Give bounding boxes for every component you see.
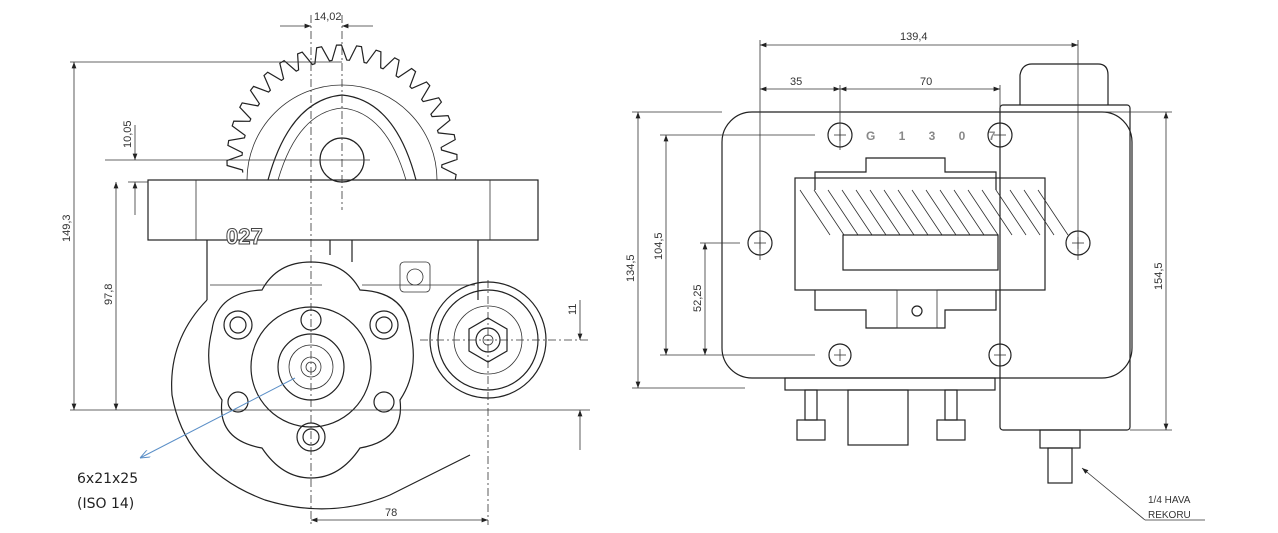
fitting-label-2: REKORU (1148, 510, 1191, 521)
gear-teeth (226, 44, 458, 180)
right-view: G 1 3 0 7 139,4 35 70 134,5 104,5 52,25 … (625, 31, 1205, 521)
dim-78: 78 (385, 507, 397, 519)
pump-mount-plate (208, 261, 414, 479)
fitting-leader-arrow (1081, 467, 1146, 521)
mounting-flange (147, 179, 539, 241)
shaft-leader-arrow (140, 377, 296, 458)
mounting-hole (828, 343, 852, 367)
housing-outline (171, 299, 471, 510)
dim-52-25: 52,25 (692, 284, 704, 312)
dim-154-5: 154,5 (1153, 262, 1165, 290)
gear-window (794, 177, 1046, 291)
bolt-holes (223, 309, 399, 452)
helical-gear (799, 189, 1069, 236)
air-fitting (1047, 447, 1073, 484)
dim-104-5: 104,5 (653, 232, 665, 260)
part-marking: 027 (226, 224, 263, 249)
dim-35: 35 (790, 76, 802, 88)
cylinder-cap (1019, 63, 1109, 105)
fitting-label-1: 1/4 HAVA (1148, 495, 1191, 506)
shaft-standard: (ISO 14) (77, 496, 134, 512)
mounting-hole (988, 343, 1012, 367)
mounting-hole (987, 122, 1013, 148)
dim-139-4: 139,4 (900, 31, 928, 43)
logo-stamp-icon (399, 261, 431, 293)
dim-149-3: 149,3 (61, 214, 73, 242)
mounting-plate (721, 111, 1133, 379)
left-view: 027 (61, 11, 590, 525)
dim-14-02: 14,02 (314, 11, 342, 23)
dim-10-05: 10,05 (122, 120, 134, 148)
dim-134-5: 134,5 (625, 254, 637, 282)
grease-nipple (911, 305, 923, 317)
bolt-left (796, 419, 826, 441)
shaft-spec: 6x21x25 (77, 471, 138, 487)
cylinder-body (999, 104, 1131, 431)
dim-97-8: 97,8 (103, 284, 115, 305)
mounting-holes (747, 122, 1091, 367)
clutch-ring (842, 234, 999, 271)
dim-11: 11 (567, 304, 579, 315)
bolt-right (936, 419, 966, 441)
output-shaft-block (847, 389, 909, 446)
engraving: G 1 3 0 7 (866, 129, 1005, 143)
dim-70: 70 (920, 76, 932, 88)
